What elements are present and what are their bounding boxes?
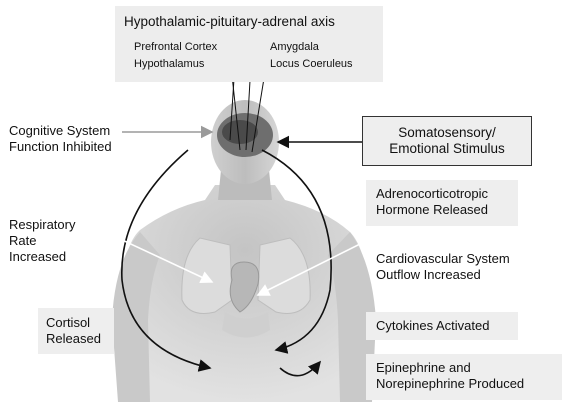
hypothalamus-label: Hypothalamus (134, 58, 204, 71)
locus-coeruleus-label: Locus Coeruleus (270, 58, 353, 71)
respiratory-label: Respiratory Rate Increased (9, 217, 75, 265)
cognitive-label: Cognitive System Function Inhibited (9, 123, 112, 155)
cytokines-box: Cytokines Activated (366, 312, 518, 340)
acth-box: Adrenocorticotropic Hormone Released (366, 180, 518, 226)
cortisol-box: Cortisol Released (38, 308, 114, 354)
stimulus-box: Somatosensory/ Emotional Stimulus (362, 116, 532, 166)
cardio-label: Cardiovascular System Outflow Increased (376, 251, 510, 283)
epinephrine-box: Epinephrine and Norepinephrine Produced (366, 354, 562, 400)
hpa-title: Hypothalamic-pituitary-adrenal axis (124, 14, 335, 30)
prefrontal-cortex-label: Prefrontal Cortex (134, 41, 217, 54)
amygdala-label: Amygdala (270, 41, 319, 54)
